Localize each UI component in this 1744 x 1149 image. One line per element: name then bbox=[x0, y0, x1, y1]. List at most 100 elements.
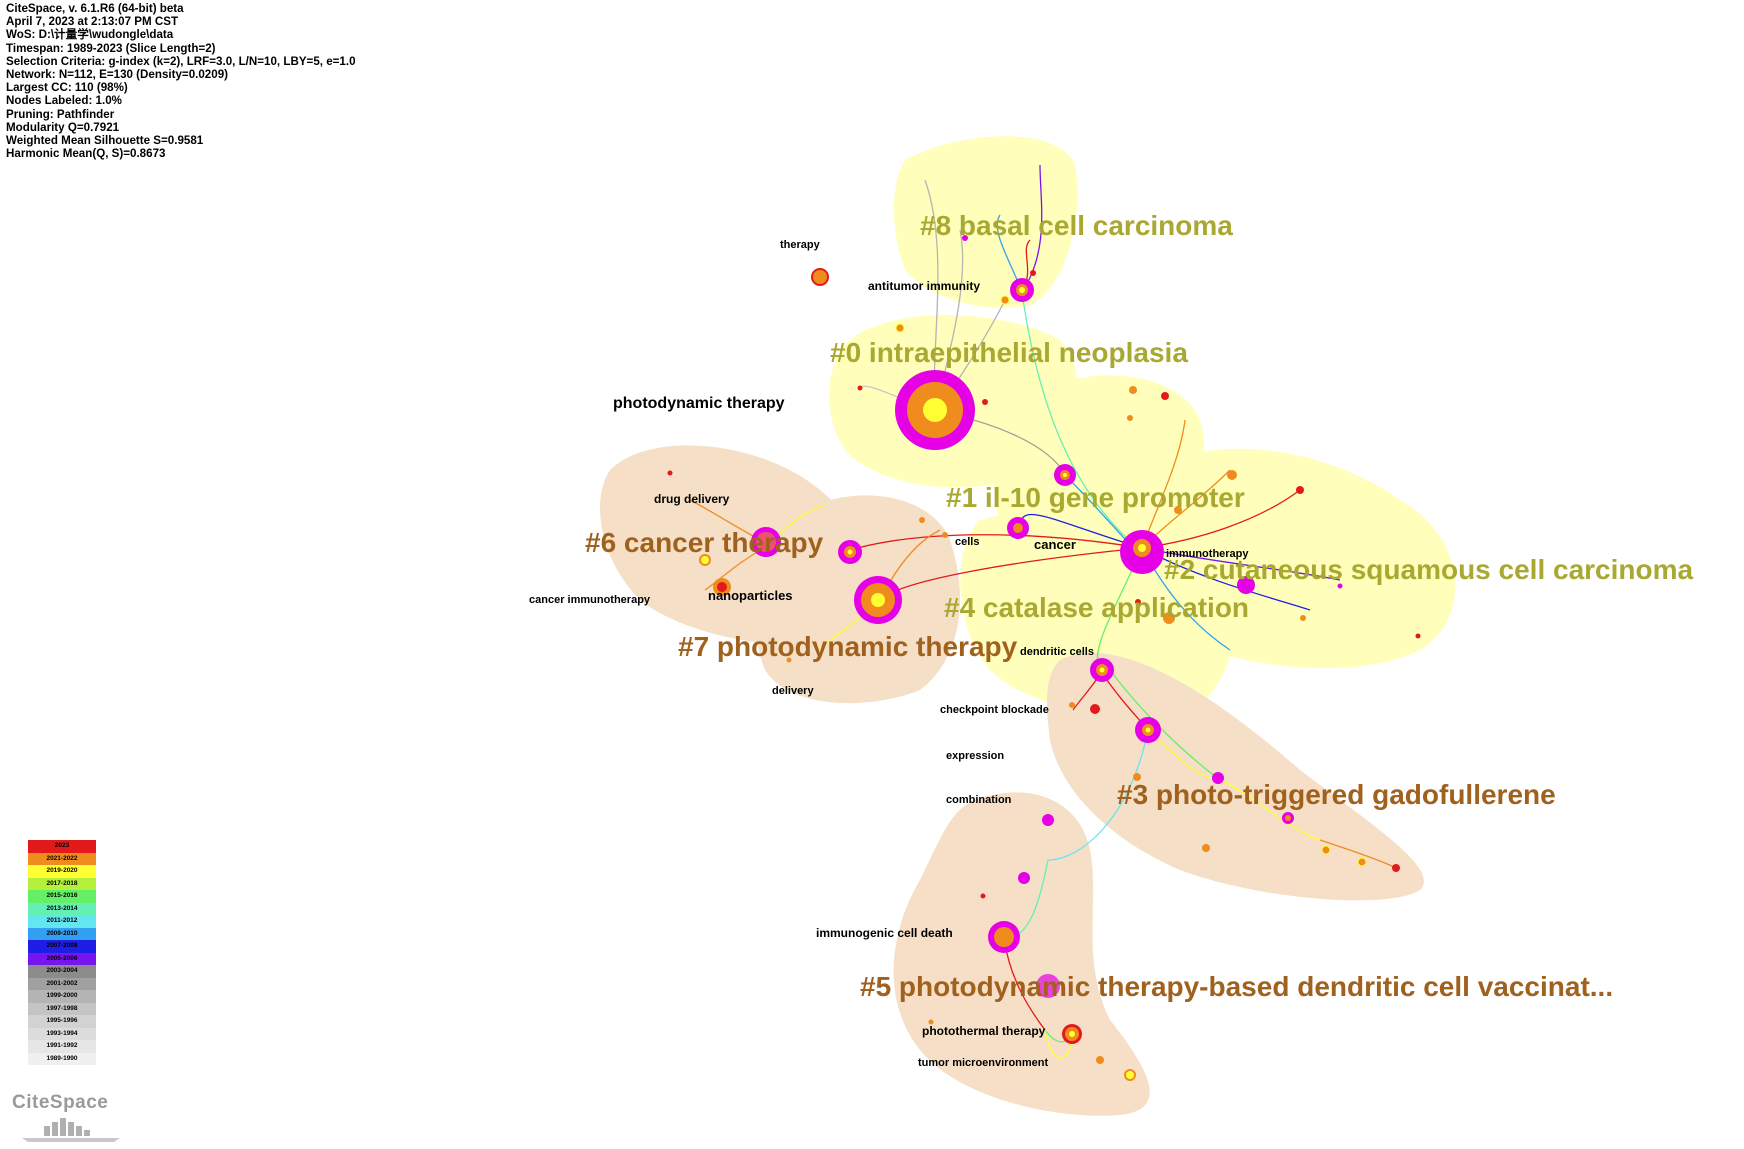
node-small[interactable] bbox=[1321, 845, 1331, 855]
network-info-panel: CiteSpace, v. 6.1.R6 (64-bit) beta April… bbox=[6, 2, 356, 160]
node-cluster3-a[interactable] bbox=[1212, 772, 1224, 784]
node-small[interactable] bbox=[1161, 392, 1169, 400]
node-small[interactable] bbox=[857, 385, 863, 391]
keyword-label: dendritic cells bbox=[1020, 646, 1094, 658]
node-small[interactable] bbox=[1415, 633, 1421, 639]
edge bbox=[1109, 669, 1221, 781]
node-cluster7-small[interactable] bbox=[838, 540, 862, 564]
cluster-label-5: #5 photodynamic therapy-based dendritic … bbox=[860, 971, 1613, 1002]
keyword-label: drug delivery bbox=[654, 492, 730, 506]
keyword-label: therapy bbox=[780, 239, 821, 251]
node-small[interactable] bbox=[1127, 415, 1133, 421]
cluster-hull-4 bbox=[960, 512, 1235, 718]
node-immunotherapy[interactable] bbox=[1120, 530, 1164, 574]
info-line: Modularity Q=0.7921 bbox=[6, 120, 120, 134]
edge bbox=[1047, 729, 1149, 861]
node-small[interactable] bbox=[1202, 844, 1210, 852]
node-small[interactable] bbox=[928, 1019, 934, 1025]
cluster-label-6: #6 cancer therapy bbox=[585, 527, 824, 558]
node-small[interactable] bbox=[1337, 583, 1343, 589]
node-nanoparticles[interactable] bbox=[854, 576, 902, 624]
legend-entry: 2011-2012 bbox=[28, 915, 96, 928]
node-cluster2-a[interactable] bbox=[1237, 576, 1255, 594]
node-small[interactable] bbox=[1069, 702, 1075, 708]
node-photothermal-therapy[interactable] bbox=[1062, 1024, 1082, 1044]
node-small[interactable] bbox=[1300, 615, 1306, 621]
node-small[interactable] bbox=[667, 470, 673, 476]
keyword-label: photodynamic therapy bbox=[613, 395, 785, 412]
legend-entry: 2021-2022 bbox=[28, 852, 96, 865]
node-dendritic-cells[interactable] bbox=[1090, 658, 1114, 682]
node-immunogenic-cell-death[interactable] bbox=[988, 921, 1020, 953]
node-small[interactable] bbox=[895, 323, 905, 333]
node-small[interactable] bbox=[962, 235, 968, 241]
node-cluster3-b[interactable] bbox=[1282, 812, 1294, 824]
legend-entry: 2017-2018 bbox=[28, 877, 96, 890]
node-small[interactable] bbox=[1129, 386, 1137, 394]
node-small[interactable] bbox=[1030, 270, 1036, 276]
node-small[interactable] bbox=[982, 399, 988, 405]
legend-entry: 2023 bbox=[28, 840, 96, 853]
node-expression[interactable] bbox=[1135, 717, 1161, 743]
node-photodynamic-therapy[interactable] bbox=[895, 370, 975, 450]
network-nodes[interactable] bbox=[667, 235, 1421, 1081]
node-therapy[interactable] bbox=[811, 268, 829, 286]
legend-entry: 1999-2000 bbox=[28, 990, 96, 1003]
node-small[interactable] bbox=[1227, 470, 1237, 480]
node-small[interactable] bbox=[1163, 612, 1175, 624]
keyword-label: immunotherapy bbox=[1166, 548, 1249, 560]
node-small[interactable] bbox=[1392, 864, 1400, 872]
cluster-hull-3 bbox=[1047, 652, 1424, 901]
node-small[interactable] bbox=[1000, 295, 1010, 305]
node-small[interactable] bbox=[1357, 857, 1367, 867]
info-line: Weighted Mean Silhouette S=0.9581 bbox=[6, 134, 204, 148]
node-small[interactable] bbox=[1135, 599, 1141, 605]
edge bbox=[1044, 1029, 1074, 1059]
info-line: Selection Criteria: g-index (k=2), LRF=3… bbox=[6, 54, 356, 68]
node-small[interactable] bbox=[1174, 506, 1182, 514]
legend-entry: 2009-2010 bbox=[28, 927, 96, 940]
keyword-label: antitumor immunity bbox=[868, 279, 980, 293]
node-checkpoint-blockade[interactable] bbox=[1090, 704, 1100, 714]
legend-entry: 1991-1992 bbox=[28, 1040, 96, 1053]
node-cancer[interactable] bbox=[1054, 464, 1076, 486]
keyword-label: cancer bbox=[1034, 537, 1076, 552]
legend-entry: 2019-2020 bbox=[28, 865, 96, 878]
node-small[interactable] bbox=[699, 554, 711, 566]
node-combination[interactable] bbox=[1042, 814, 1054, 826]
info-line: WoS: D:\计量学\wudongle\data bbox=[6, 28, 174, 42]
node-tumor-microenvironment[interactable] bbox=[1124, 1069, 1136, 1081]
edge bbox=[849, 534, 1143, 551]
info-line: Largest CC: 110 (98%) bbox=[6, 81, 128, 95]
node-cancer-immunotherapy[interactable] bbox=[713, 578, 731, 596]
edge bbox=[1141, 547, 1341, 581]
node-small[interactable] bbox=[919, 517, 925, 523]
node-cluster5-a[interactable] bbox=[1036, 974, 1060, 998]
cluster-hull-8 bbox=[893, 136, 1078, 309]
info-line: April 7, 2023 at 2:13:07 PM CST bbox=[6, 15, 179, 29]
node-small[interactable] bbox=[980, 893, 986, 899]
node-small[interactable] bbox=[786, 657, 792, 663]
node-cells[interactable] bbox=[1007, 517, 1029, 539]
cluster-label-4: #4 catalase application bbox=[944, 592, 1249, 623]
node-cluster5-b[interactable] bbox=[1018, 872, 1030, 884]
edge bbox=[1141, 547, 1311, 611]
info-line: Timespan: 1989-2023 (Slice Length=2) bbox=[6, 41, 216, 55]
node-small[interactable] bbox=[1133, 773, 1141, 781]
node-small[interactable] bbox=[942, 532, 948, 538]
node-small[interactable] bbox=[1296, 486, 1304, 494]
cluster-labels: #8 basal cell carcinoma #0 intraepitheli… bbox=[585, 210, 1694, 1002]
logo-text: CiteSpace bbox=[12, 1092, 109, 1113]
legend-entry: 1995-1996 bbox=[28, 1015, 96, 1028]
node-drug-delivery[interactable] bbox=[751, 527, 781, 557]
keyword-label: checkpoint blockade bbox=[940, 704, 1049, 716]
keyword-label: nanoparticles bbox=[708, 588, 793, 603]
keyword-labels: therapy antitumor immunity photodynamic … bbox=[529, 239, 1249, 1069]
cluster-label-7: #7 photodynamic therapy bbox=[678, 631, 1018, 662]
node-antitumor-immunity[interactable] bbox=[1010, 278, 1034, 302]
node-small[interactable] bbox=[1096, 1056, 1104, 1064]
logo-graphic bbox=[22, 1118, 120, 1142]
